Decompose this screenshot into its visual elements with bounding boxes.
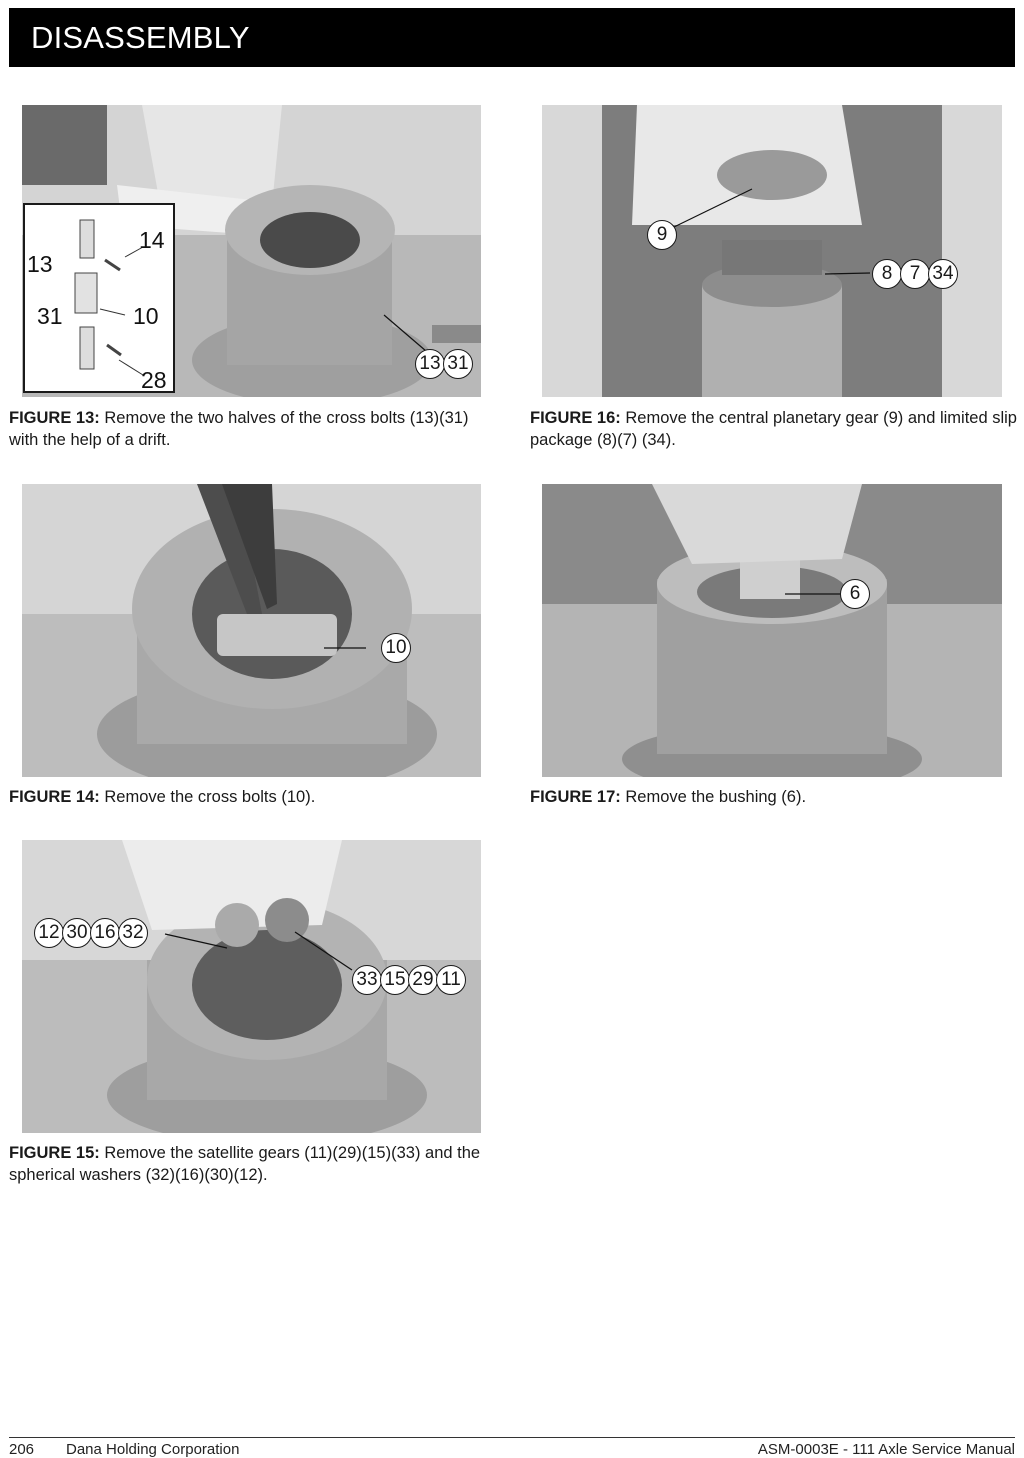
- figure-15-photo: 12 30 16 32 33 15 29 11: [22, 840, 481, 1133]
- section-title: DISASSEMBLY: [31, 20, 250, 55]
- inset-number: 14: [139, 227, 165, 253]
- page-header: DISASSEMBLY: [9, 8, 1015, 67]
- exploded-view-inset: 13 14 31 10 28: [23, 203, 175, 393]
- figure-16-caption: FIGURE 16: Remove the central planetary …: [530, 409, 1017, 449]
- figure-17-caption: FIGURE 17: Remove the bushing (6).: [530, 788, 807, 806]
- figure-15-callout-satellites: 33 15 29 11: [352, 965, 466, 995]
- figure-17-photo: 6: [542, 484, 1002, 777]
- figure-13-photo: 13 14 31 10 28 13 31: [22, 105, 481, 397]
- footer-manual-title: ASM-0003E - 111 Axle Service Manual: [757, 1441, 1015, 1458]
- figure-16-photo: 9 8 7 34: [542, 105, 1002, 397]
- inset-number: 10: [133, 303, 159, 329]
- figure-16-callout-package: 8 7 34: [872, 259, 958, 289]
- inset-number: 13: [27, 251, 53, 277]
- footer-rule: [9, 1437, 1015, 1438]
- figure-15-caption: FIGURE 15: Remove the satellite gears (1…: [9, 1144, 481, 1184]
- figure-15-callout-washers: 12 30 16 32: [34, 918, 148, 948]
- figure-13-callout: 13 31: [415, 349, 473, 379]
- inset-number: 31: [37, 303, 63, 329]
- figure-13-caption: FIGURE 13: Remove the two halves of the …: [9, 409, 469, 449]
- figure-14-callout: 10: [381, 633, 411, 663]
- inset-number: 28: [141, 367, 167, 393]
- figure-16-callout-gear: 9: [647, 220, 677, 250]
- figure-14-photo: 10: [22, 484, 481, 777]
- page-number: 206: [9, 1441, 35, 1458]
- figure-14-caption: FIGURE 14: Remove the cross bolts (10).: [9, 788, 316, 806]
- figure-17-callout: 6: [840, 579, 870, 609]
- footer-company: Dana Holding Corporation: [66, 1441, 240, 1458]
